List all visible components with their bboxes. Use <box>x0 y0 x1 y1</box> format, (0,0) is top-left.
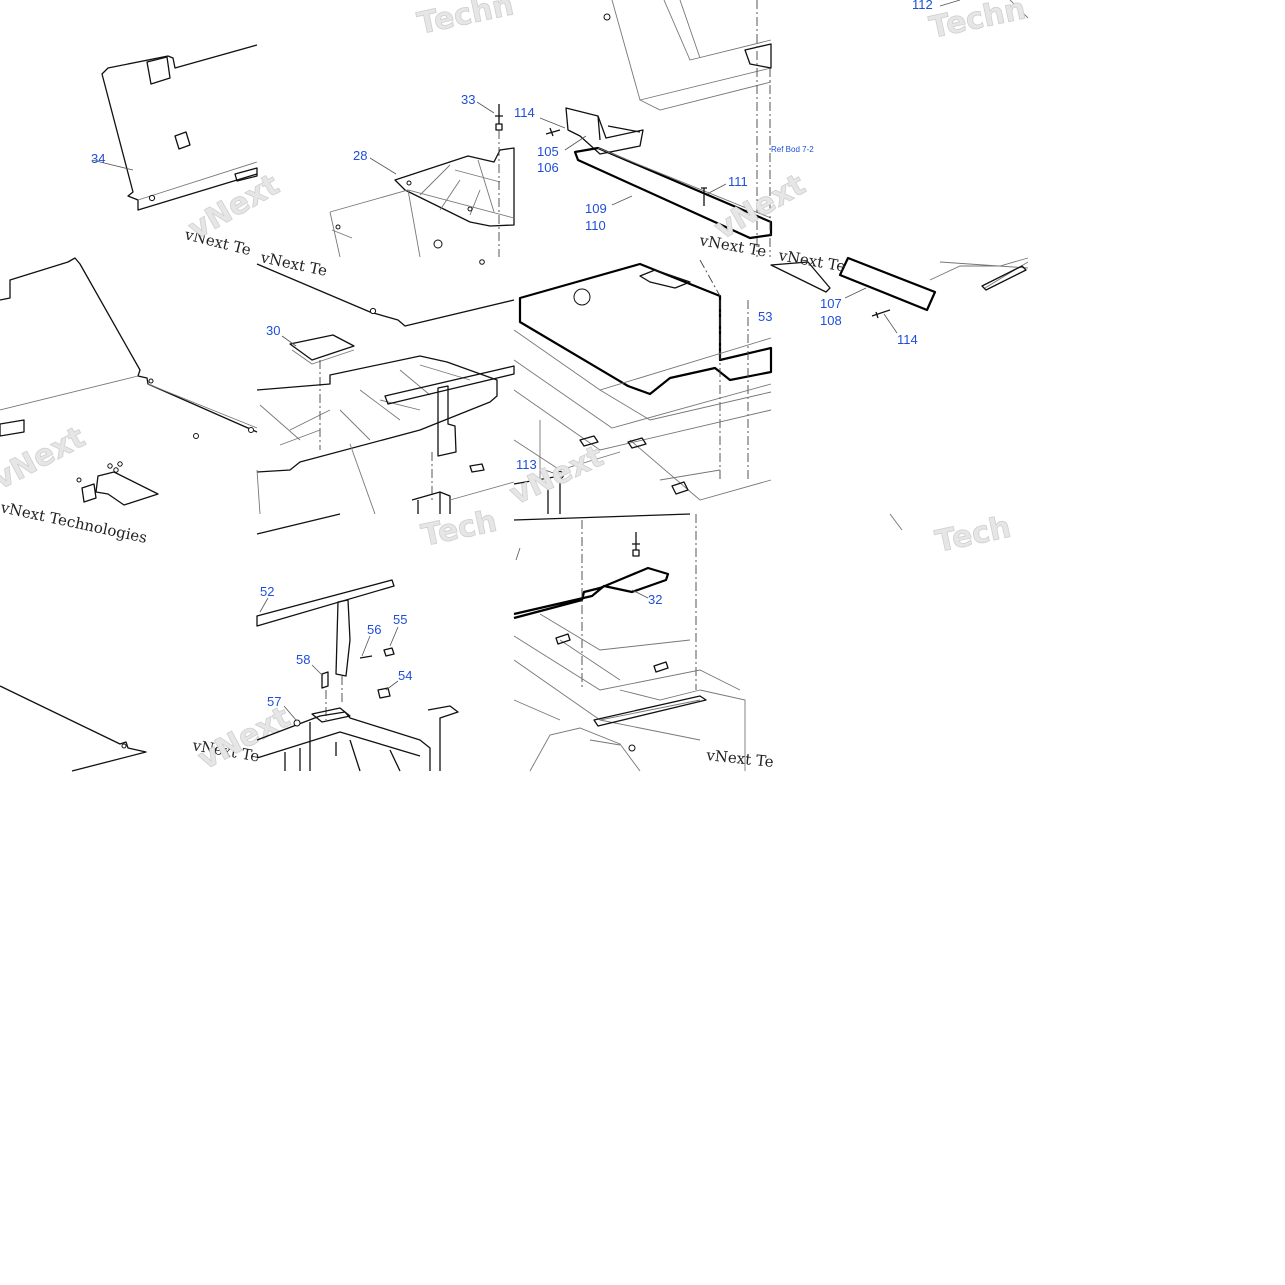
callout-54: 54 <box>398 668 412 683</box>
fastener-33 <box>495 104 503 131</box>
large-floor-panel <box>0 257 258 433</box>
watermark-brand-1: vNext <box>183 167 286 247</box>
watermark-footer-6: vNext Te <box>258 248 329 280</box>
tile-r1-c3: 114 105 106 111 109 110 Ref Bod 7-2 vNex… <box>514 0 814 261</box>
callout-108: 108 <box>820 313 842 328</box>
tile-r2-c4: 107 108 114 vNext Te <box>770 246 1029 347</box>
watermark-footer-8: vNext Te <box>776 246 847 276</box>
callout-52: 52 <box>260 584 274 599</box>
reference-note: Ref Bod 7-2 <box>771 145 814 154</box>
callout-113: 113 <box>516 457 537 472</box>
watermark-brand-2: Techn <box>414 0 516 42</box>
side-panel-34 <box>101 44 258 211</box>
fastener-32 <box>632 532 640 557</box>
watermark-brand-3: vNext <box>709 167 812 247</box>
screw-111 <box>701 187 707 206</box>
callout-114-b: 114 <box>897 332 918 347</box>
callout-58: 58 <box>296 652 310 667</box>
tile-r1-c2: 33 28 Techn <box>329 0 517 258</box>
watermark-brand-10: Tech <box>418 504 500 554</box>
watermark-footer-11: vNext Te <box>705 746 775 771</box>
watermark-brand-5: vNext <box>0 420 91 497</box>
callout-55: 55 <box>393 612 407 627</box>
panel-34-slot <box>174 131 191 150</box>
panel-34-cutout <box>146 56 171 85</box>
callout-53: 53 <box>758 309 772 324</box>
tile-r3-c2: 52 56 55 58 54 57 Tech <box>256 503 500 772</box>
tile-r2-c1: vNext Technologies vNext <box>0 257 258 547</box>
callout-105: 105 <box>537 144 559 159</box>
callout-57: 57 <box>267 694 281 709</box>
t-bracket-52 <box>335 599 351 677</box>
callout-32: 32 <box>648 592 662 607</box>
callout-28: 28 <box>353 148 367 163</box>
tile-r1-c1: 34 vNext Te vNext <box>91 44 286 259</box>
watermark-footer-5: vNext Technologies <box>0 498 149 547</box>
callout-111: 111 <box>728 174 748 189</box>
callout-33: 33 <box>461 92 475 107</box>
callout-109: 109 <box>585 201 607 216</box>
watermark-brand-4: Techn <box>926 0 1028 46</box>
bracket-105 <box>565 107 644 155</box>
watermark-brand-12: Tech <box>932 510 1014 560</box>
rail-107 <box>838 256 937 312</box>
floor-plate-28 <box>394 147 515 227</box>
floor-plate-32 <box>513 566 670 620</box>
callout-56: 56 <box>367 622 381 637</box>
tile-r2-c3: 113 53 vNext <box>504 259 773 514</box>
tile-r3-c4: Tech <box>889 509 1014 560</box>
watermark-brand-7: vNext <box>505 439 609 512</box>
cover-30 <box>289 334 355 361</box>
callout-110: 110 <box>585 218 606 233</box>
callout-106: 106 <box>537 160 559 175</box>
tile-r1-c4: 112 Techn <box>912 0 1029 46</box>
floor-plate-53 <box>518 262 773 396</box>
callout-34: 34 <box>91 151 105 166</box>
callout-112: 112 <box>912 0 933 12</box>
callout-114: 114 <box>514 105 535 120</box>
tile-r2-c2: 30 vNext Te <box>256 248 515 515</box>
tile-r3-c3: 32 vNext Te <box>513 513 775 772</box>
cross-bar <box>384 365 515 405</box>
callout-30: 30 <box>266 323 280 338</box>
tile-r3-c1: vNext Te vNext <box>0 685 296 777</box>
callout-107: 107 <box>820 296 842 311</box>
cross-bar-52 <box>256 579 395 627</box>
watermark-brand-9: vNext <box>192 700 296 777</box>
t-bracket <box>437 385 457 457</box>
base-frame <box>256 705 459 772</box>
